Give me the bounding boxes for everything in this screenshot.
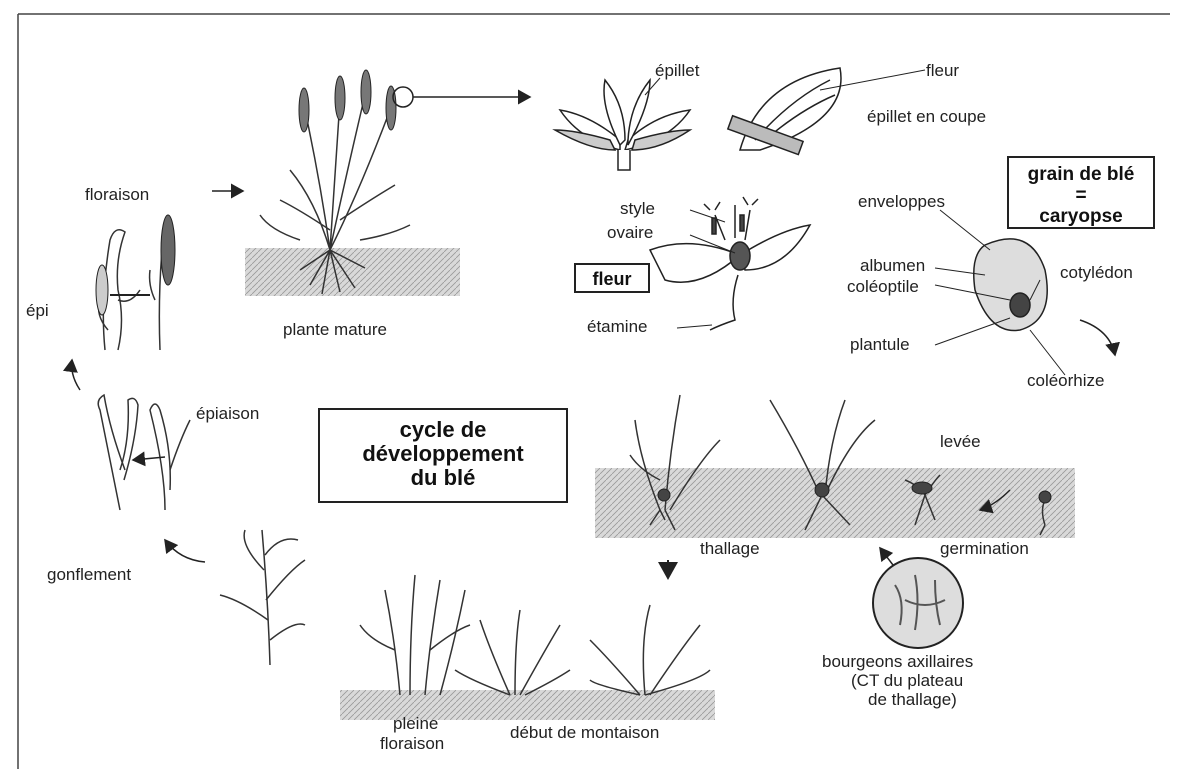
label-fleur: fleur xyxy=(926,62,959,81)
label-cotyledon: cotylédon xyxy=(1060,264,1133,283)
label-coleoptile: coléoptile xyxy=(847,278,919,297)
grain-box: grain de blé = caryopse xyxy=(1007,156,1155,229)
label-albumen: albumen xyxy=(860,257,925,276)
label-epiaison: épiaison xyxy=(196,405,259,424)
ear-illustration xyxy=(96,215,175,315)
label-coleorhize: coléorhize xyxy=(1027,372,1105,391)
full-flowering-illustration xyxy=(360,575,470,695)
stem-elongation-illustration xyxy=(455,605,710,695)
label-etamine: étamine xyxy=(587,318,647,337)
middle-soil xyxy=(595,468,1075,538)
label-ovaire: ovaire xyxy=(607,224,653,243)
mature-plant-illustration xyxy=(245,70,460,296)
label-pleine-line2: floraison xyxy=(380,735,444,754)
cycle-arrow-grain xyxy=(1080,320,1115,355)
label-levee: levée xyxy=(940,433,981,452)
label-bourgeons-line2: (CT du plateau xyxy=(851,672,963,691)
flower-box: fleur xyxy=(574,263,650,293)
label-epillet-en-coupe: épillet en coupe xyxy=(867,108,986,127)
booting-illustration xyxy=(220,530,305,665)
grain-line-1: grain de blé xyxy=(1009,164,1153,185)
label-epi: épi xyxy=(26,302,49,321)
title-line-3: du blé xyxy=(320,466,566,490)
label-pleine-line1: pleine xyxy=(393,715,438,734)
title-line-2: développement xyxy=(320,442,566,466)
label-plantule: plantule xyxy=(850,336,910,355)
arrow-up-left xyxy=(72,360,80,390)
label-gonflement: gonflement xyxy=(47,566,131,585)
flower-illustration xyxy=(650,197,810,330)
grain-line-2: = xyxy=(1009,185,1153,206)
label-bourgeons-line1: bourgeons axillaires xyxy=(822,653,973,672)
spikelet-section-illustration xyxy=(728,68,841,155)
label-tallage: thallage xyxy=(700,540,760,559)
label-enveloppes: enveloppes xyxy=(858,193,945,212)
label-epillet: épillet xyxy=(655,62,699,81)
spikelet-illustration xyxy=(555,80,690,170)
label-style: style xyxy=(620,200,655,219)
axillary-buds-illustration xyxy=(873,558,963,648)
grain-line-3: caryopse xyxy=(1009,206,1153,227)
cycle-title-box: cycle de développement du blé xyxy=(318,408,568,503)
title-line-1: cycle de xyxy=(320,418,566,442)
grain-illustration xyxy=(974,239,1047,331)
label-bourgeons-line3: de thallage) xyxy=(868,691,957,710)
label-germination: germination xyxy=(940,540,1029,559)
label-plante-mature: plante mature xyxy=(283,321,387,340)
arrow-gonflement xyxy=(165,540,205,562)
label-floraison: floraison xyxy=(85,186,149,205)
label-debut-montaison: début de montaison xyxy=(510,724,659,743)
arrow-bourgeons xyxy=(880,548,893,565)
earing-illustration xyxy=(98,395,190,510)
